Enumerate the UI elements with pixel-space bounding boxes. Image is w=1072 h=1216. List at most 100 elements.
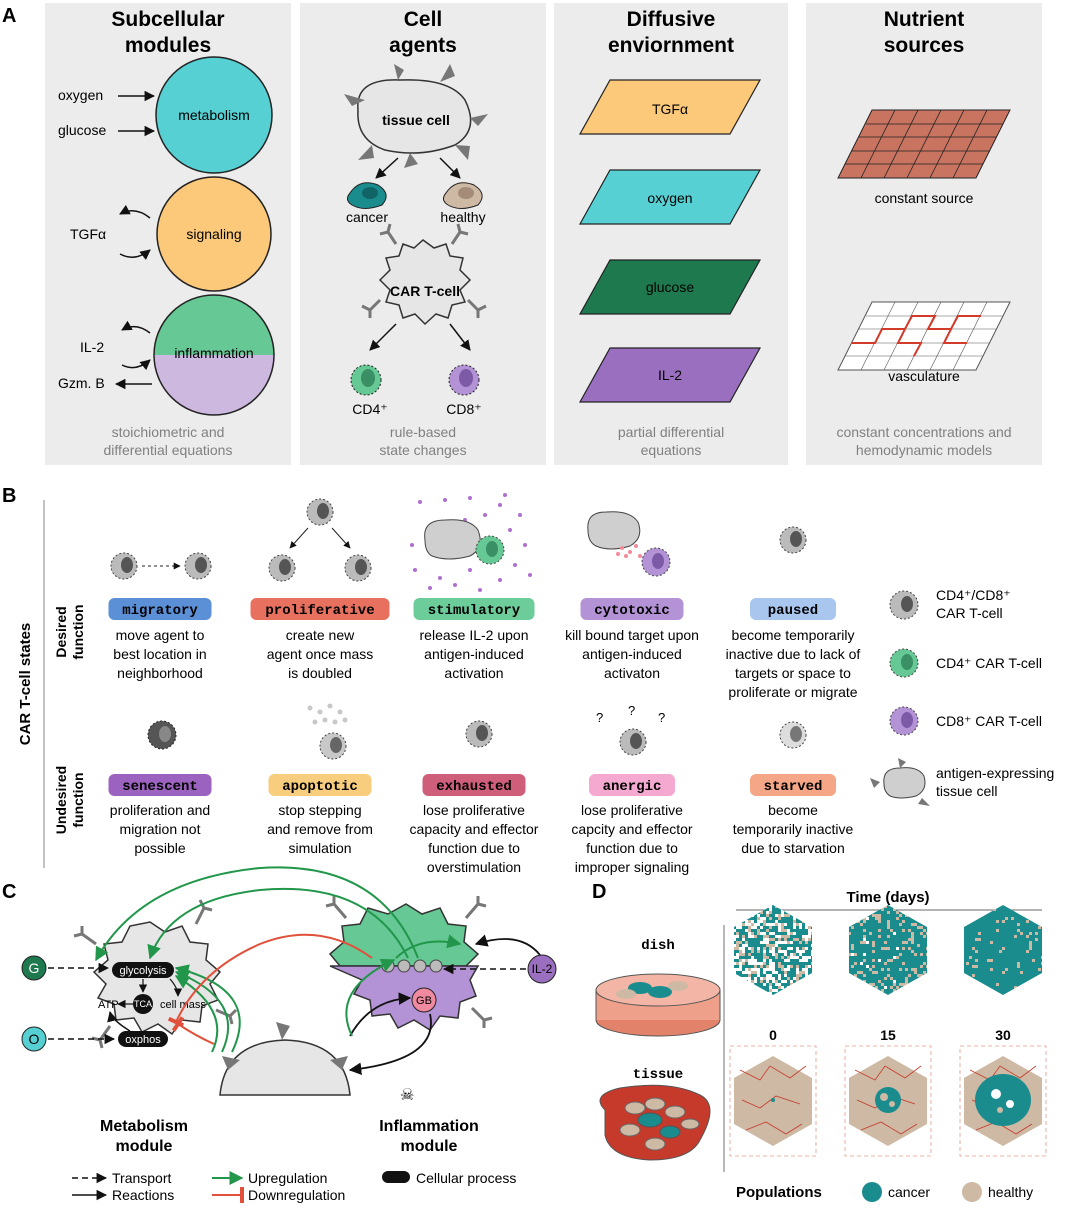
dish-agent	[1032, 971, 1035, 974]
dish-agent	[860, 920, 863, 923]
dish-agent	[784, 947, 787, 950]
cd8-cell-icon	[448, 364, 480, 396]
dish-agent	[975, 935, 978, 938]
dish-agent	[1023, 929, 1026, 932]
legend-healthy-swatch	[962, 1182, 982, 1202]
dish-agent	[793, 935, 796, 938]
dish-agent	[887, 950, 890, 953]
dish-agent	[990, 989, 993, 992]
dish-agent	[1041, 938, 1042, 941]
dish-agent	[914, 989, 917, 992]
dish-agent	[1020, 935, 1023, 938]
dish-agent	[1038, 971, 1041, 974]
dish-agent	[896, 938, 899, 941]
dish-agent	[902, 911, 905, 914]
dish-agent	[1023, 956, 1026, 959]
dish-hexagon-day-4	[849, 905, 927, 995]
desired-cytotoxic-desc: antigen-induced	[582, 646, 682, 662]
dish-agent	[851, 980, 854, 983]
dish-agent	[787, 953, 790, 956]
dish-agent	[896, 968, 899, 971]
dish-agent	[1014, 989, 1017, 992]
dish-agent	[808, 905, 811, 908]
dish-agent	[975, 920, 978, 923]
dish-agent	[1002, 944, 1005, 947]
dish-agent	[899, 971, 902, 974]
dish-agent	[1041, 944, 1042, 947]
dish-agent	[849, 926, 851, 929]
dish-agent	[849, 968, 851, 971]
dish-agent	[972, 929, 975, 932]
dish-agent	[866, 959, 869, 962]
dish-agent	[999, 980, 1002, 983]
dish-agent	[1005, 938, 1008, 941]
dish-agent	[766, 932, 769, 935]
dish-agent	[978, 977, 981, 980]
dish-agent	[978, 950, 981, 953]
dish-agent	[760, 914, 763, 917]
dish-agent	[902, 965, 905, 968]
dish-agent	[751, 992, 754, 995]
dish-agent	[772, 956, 775, 959]
dish-agent	[808, 950, 811, 953]
dish-agent	[781, 959, 784, 962]
dish-agent	[893, 935, 896, 938]
dish-agent	[787, 920, 790, 923]
dish-agent	[1014, 938, 1017, 941]
dish-agent	[920, 911, 923, 914]
dish-agent	[778, 965, 781, 968]
dish-agent	[754, 941, 757, 944]
dish-agent	[1038, 977, 1041, 980]
dish-agent	[893, 959, 896, 962]
dish-agent	[964, 986, 966, 989]
dish-agent	[1023, 992, 1026, 995]
dish-agent	[999, 914, 1002, 917]
dish-agent	[902, 959, 905, 962]
dish-agent	[778, 959, 781, 962]
dish-agent	[902, 941, 905, 944]
dish-agent	[996, 920, 999, 923]
dish-agent	[972, 905, 975, 908]
inflammation-module-title-1: Inflammation	[379, 1118, 479, 1135]
dish-agent	[908, 917, 911, 920]
dish-agent	[881, 938, 884, 941]
dish-agent	[734, 983, 736, 986]
dish-agent	[969, 917, 972, 920]
dish-agent	[863, 926, 866, 929]
dish-agent	[878, 983, 881, 986]
dish-agent	[975, 950, 978, 953]
dish-agent	[984, 950, 987, 953]
dish-agent	[896, 959, 899, 962]
dish-agent	[917, 929, 920, 932]
dish-agent	[784, 977, 787, 980]
dish-agent	[866, 935, 869, 938]
dish-agent	[869, 968, 872, 971]
dish-agent	[981, 971, 984, 974]
dish-agent	[1023, 959, 1026, 962]
dish-agent	[1026, 953, 1029, 956]
undesired-exhausted-desc: capacity and effector	[410, 821, 539, 837]
dish-agent	[969, 956, 972, 959]
dish-agent	[748, 917, 751, 920]
dish-agent	[905, 932, 908, 935]
dish-agent	[975, 929, 978, 932]
dish-agent	[981, 917, 984, 920]
dish-agent	[872, 917, 875, 920]
dish-agent	[926, 983, 927, 986]
dish-agent	[917, 989, 920, 992]
dish-agent	[1023, 989, 1026, 992]
dish-agent	[875, 917, 878, 920]
dish-agent	[763, 974, 766, 977]
dish-agent	[917, 947, 920, 950]
dish-agent	[796, 935, 799, 938]
dish-agent	[984, 983, 987, 986]
dish-agent	[1002, 950, 1005, 953]
undesired-anergic-desc: function due to	[586, 840, 678, 856]
dish-agent	[884, 974, 887, 977]
dish-agent	[751, 938, 754, 941]
dish-agent	[1020, 941, 1023, 944]
dish-agent	[772, 905, 775, 908]
dish-icon	[595, 973, 721, 1037]
dish-agent	[881, 956, 884, 959]
dish-agent	[1020, 983, 1023, 986]
